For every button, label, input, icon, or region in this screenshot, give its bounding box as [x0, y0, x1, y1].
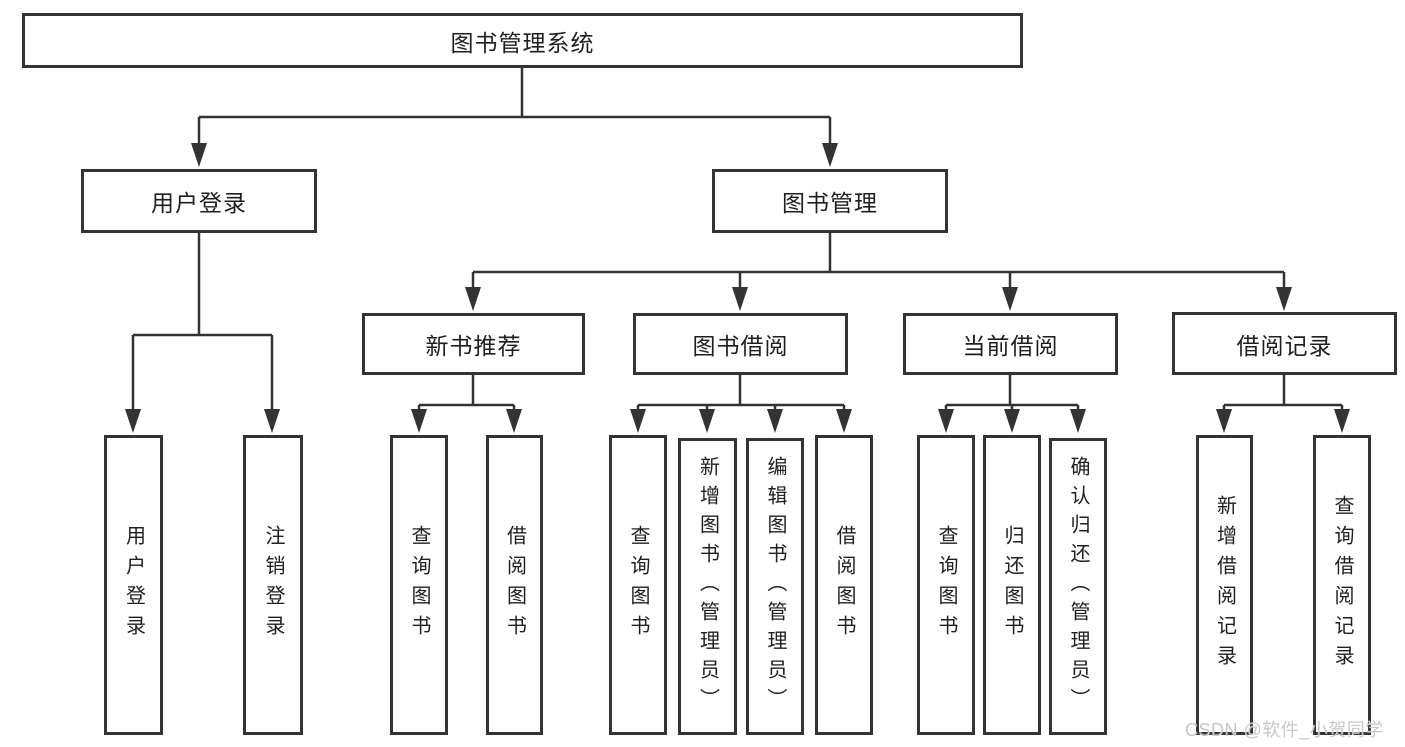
leaf-add-books-admin-label: 新增图书（管理员）	[696, 456, 719, 717]
leaf-query-books-recommend-label: 查询图书	[408, 525, 430, 645]
leaf-query-books-borrow: 查询图书	[609, 435, 667, 735]
node-borrow-records-label: 借阅记录	[1236, 332, 1333, 359]
leaf-user-login-label: 用户登录	[122, 525, 145, 645]
leaf-logout: 注销登录	[243, 435, 303, 735]
node-new-book-recommend-label: 新书推荐	[425, 333, 522, 359]
node-current-borrow-label: 当前借阅	[962, 333, 1059, 359]
leaf-return-books-label: 归还图书	[1001, 525, 1023, 645]
leaf-borrow-books-recommend-label: 借阅图书	[503, 525, 526, 645]
node-borrow-records: 借阅记录	[1172, 312, 1397, 375]
node-book-borrow-label: 图书借阅	[692, 333, 789, 359]
leaf-return-books: 归还图书	[983, 435, 1041, 735]
node-current-borrow: 当前借阅	[903, 313, 1118, 375]
leaf-query-borrow-record-label: 查询借阅记录	[1331, 495, 1353, 675]
node-user-login: 用户登录	[81, 169, 317, 233]
leaf-confirm-return-admin: 确认归还（管理员）	[1049, 438, 1107, 735]
leaf-add-borrow-record: 新增借阅记录	[1196, 435, 1253, 735]
leaf-query-books-recommend: 查询图书	[390, 435, 448, 735]
leaf-query-books-borrow-label: 查询图书	[627, 525, 649, 645]
leaf-borrow-books-label: 借阅图书	[833, 525, 855, 645]
node-book-management: 图书管理	[712, 169, 948, 233]
leaf-borrow-books-recommend: 借阅图书	[486, 435, 543, 735]
leaf-query-books-current: 查询图书	[917, 435, 975, 735]
leaf-add-books-admin: 新增图书（管理员）	[678, 438, 737, 735]
csdn-watermark: CSDN @软件_小贺同学	[1185, 720, 1384, 740]
node-book-borrow: 图书借阅	[633, 313, 848, 375]
leaf-query-books-current-label: 查询图书	[935, 525, 957, 645]
node-system-root-label: 图书管理系统	[450, 29, 595, 56]
arrowheads	[125, 143, 1350, 433]
leaf-borrow-books: 借阅图书	[815, 435, 873, 735]
node-book-management-label: 图书管理	[782, 190, 878, 216]
leaf-query-borrow-record: 查询借阅记录	[1313, 435, 1371, 735]
leaf-add-borrow-record-label: 新增借阅记录	[1213, 495, 1236, 675]
leaf-logout-label: 注销登录	[262, 525, 284, 645]
leaf-user-login: 用户登录	[104, 435, 163, 735]
leaf-edit-books-admin: 编辑图书（管理员）	[746, 438, 804, 735]
node-new-book-recommend: 新书推荐	[362, 313, 585, 375]
leaf-confirm-return-admin-label: 确认归还（管理员）	[1067, 456, 1089, 717]
node-system-root: 图书管理系统	[22, 13, 1023, 68]
node-user-login-label: 用户登录	[151, 190, 247, 216]
leaf-edit-books-admin-label: 编辑图书（管理员）	[764, 456, 786, 717]
